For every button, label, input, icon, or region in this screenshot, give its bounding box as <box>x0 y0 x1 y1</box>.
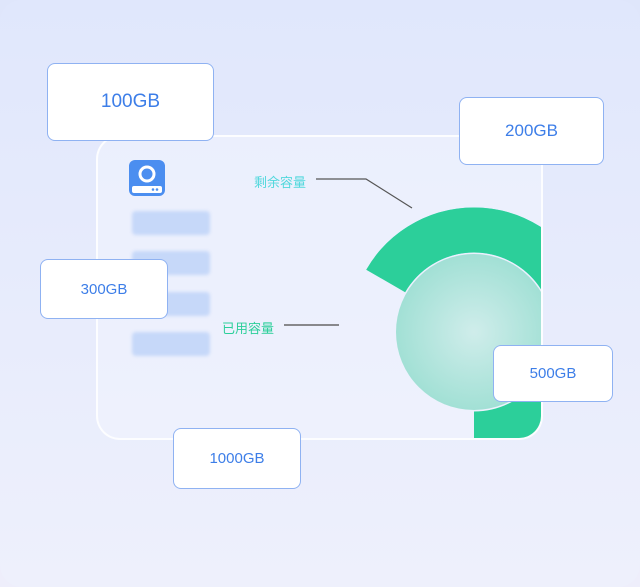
tag-300gb: 300GB <box>40 259 168 319</box>
tag-100gb: 100GB <box>47 63 214 141</box>
tag-500gb: 500GB <box>493 345 613 402</box>
used-arc <box>366 207 541 438</box>
remaining-label: 剩余容量 <box>254 175 307 190</box>
hard-drive-icon <box>129 160 165 196</box>
remaining-leader-line <box>316 178 413 209</box>
placeholder-bar <box>132 332 210 356</box>
placeholder-bar <box>132 211 210 235</box>
tag-1000gb: 1000GB <box>173 428 301 489</box>
tag-200gb: 200GB <box>459 97 604 165</box>
used-leader-line <box>284 324 339 326</box>
used-label: 已用容量 <box>222 321 275 336</box>
